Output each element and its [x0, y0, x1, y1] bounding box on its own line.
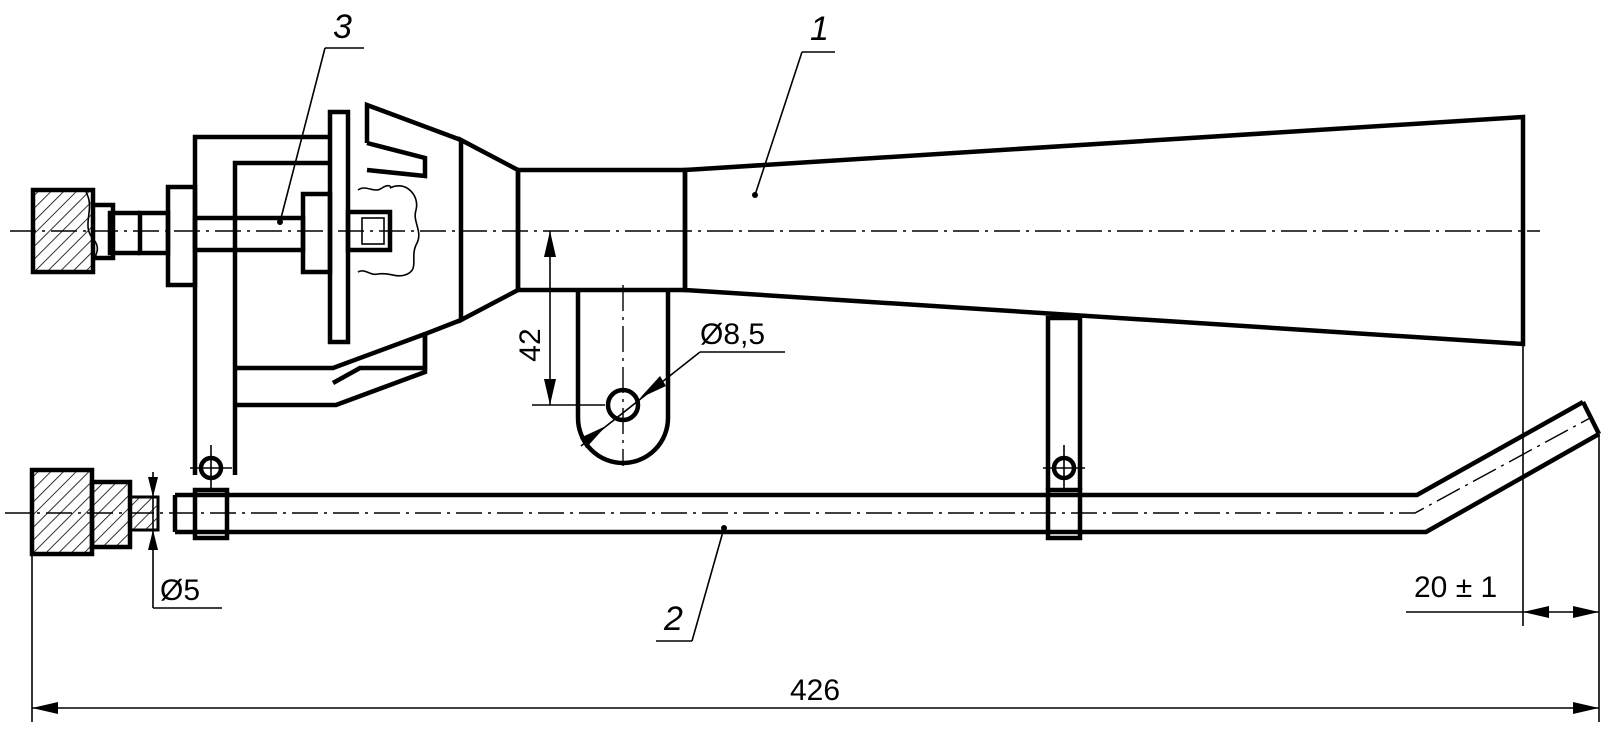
callout-2 — [656, 525, 727, 642]
overall-length-label: 426 — [790, 674, 840, 707]
part-1-number: 1 — [810, 10, 829, 48]
tube-clamps — [190, 315, 1085, 541]
funnel-plates — [331, 101, 462, 385]
hole-diameter-label: Ø8,5 — [700, 318, 765, 351]
tube — [172, 400, 1602, 535]
dimension-426 — [31, 434, 1600, 722]
tube-center-axis — [5, 417, 1591, 514]
mounting-lug — [575, 290, 671, 466]
callout-1 — [752, 51, 835, 198]
part-3-number: 3 — [333, 8, 352, 46]
support-frame — [107, 134, 428, 475]
height-label: 42 — [514, 328, 547, 361]
dimension-42 — [532, 231, 605, 406]
tip-offset-label: 20 ± 1 — [1414, 571, 1497, 604]
upper-fitting — [30, 187, 116, 275]
dimension-tube-diameter — [148, 472, 222, 609]
callout-3 — [277, 47, 364, 225]
nozzle-disc — [300, 109, 420, 345]
lower-fitting — [29, 467, 160, 557]
part-2-number: 2 — [663, 600, 683, 638]
dimension-tip-offset — [1406, 344, 1599, 626]
tube-diameter-label: Ø5 — [160, 574, 200, 607]
hole-diameter-leader — [580, 351, 785, 448]
